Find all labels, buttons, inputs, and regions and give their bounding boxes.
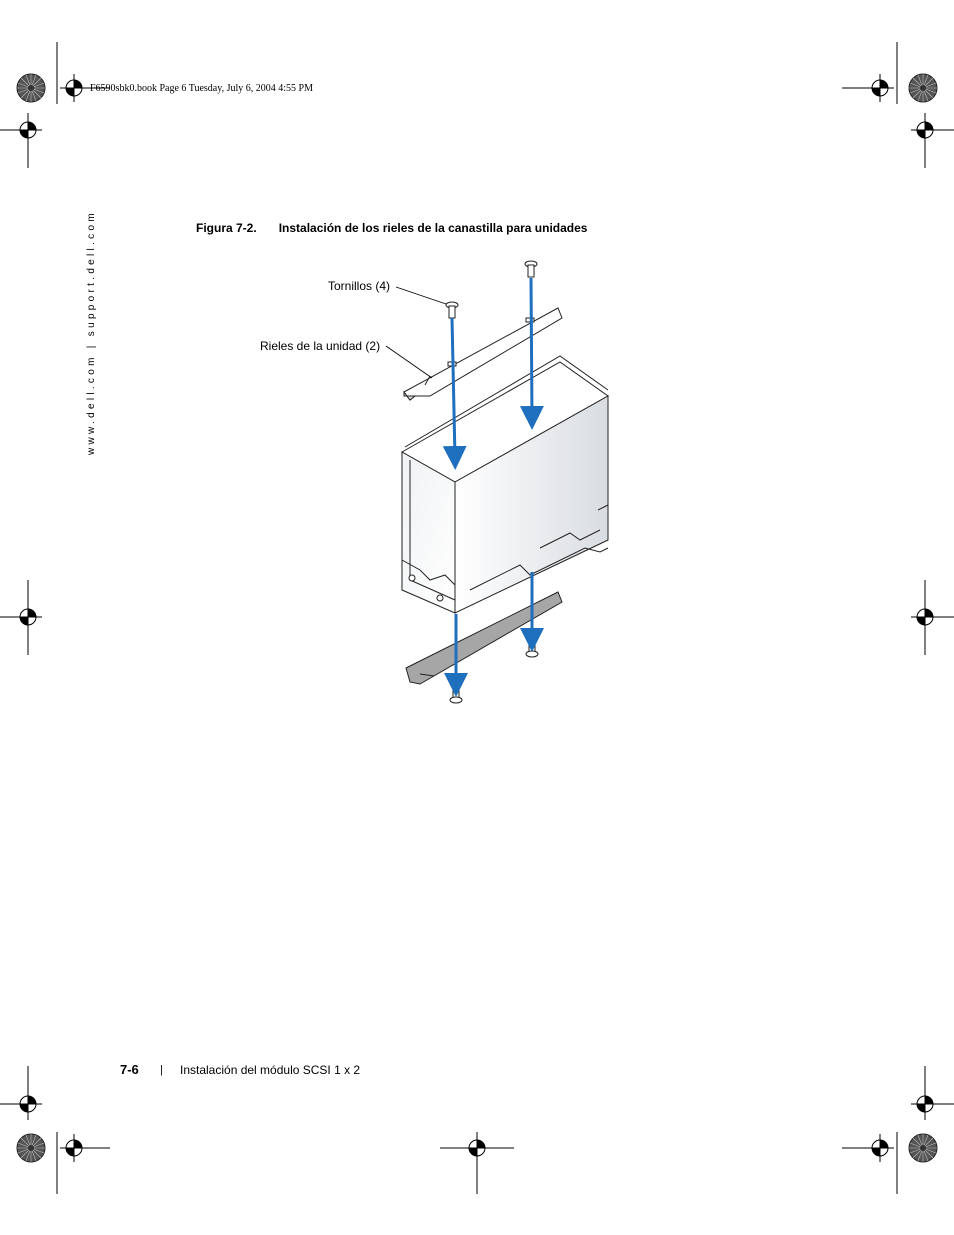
footer-separator: |	[160, 1064, 163, 1076]
screw-bottom-left	[449, 687, 463, 704]
figure-number: Figura 7-2.	[196, 221, 257, 235]
screws-leader-line	[395, 286, 447, 305]
screw-top-left	[445, 301, 459, 319]
bottom-drive-rail	[405, 591, 563, 685]
screw-top-right	[524, 260, 538, 278]
callout-rails: Rieles de la unidad (2)	[260, 339, 381, 353]
print-header: F6590sbk0.book Page 6 Tuesday, July 6, 2…	[90, 83, 313, 94]
callout-screws: Tornillos (4)	[328, 279, 391, 293]
installation-arrows	[442, 277, 544, 697]
screw-bottom-right	[525, 641, 539, 658]
rails-leader-line	[385, 345, 433, 379]
figure-caption: Figura 7-2. Instalación de los rieles de …	[196, 221, 587, 235]
page-number: 7-6	[120, 1062, 139, 1077]
figure-title: Instalación de los rieles de la canastil…	[278, 221, 588, 235]
chapter-title: Instalación del módulo SCSI 1 x 2	[180, 1063, 361, 1077]
